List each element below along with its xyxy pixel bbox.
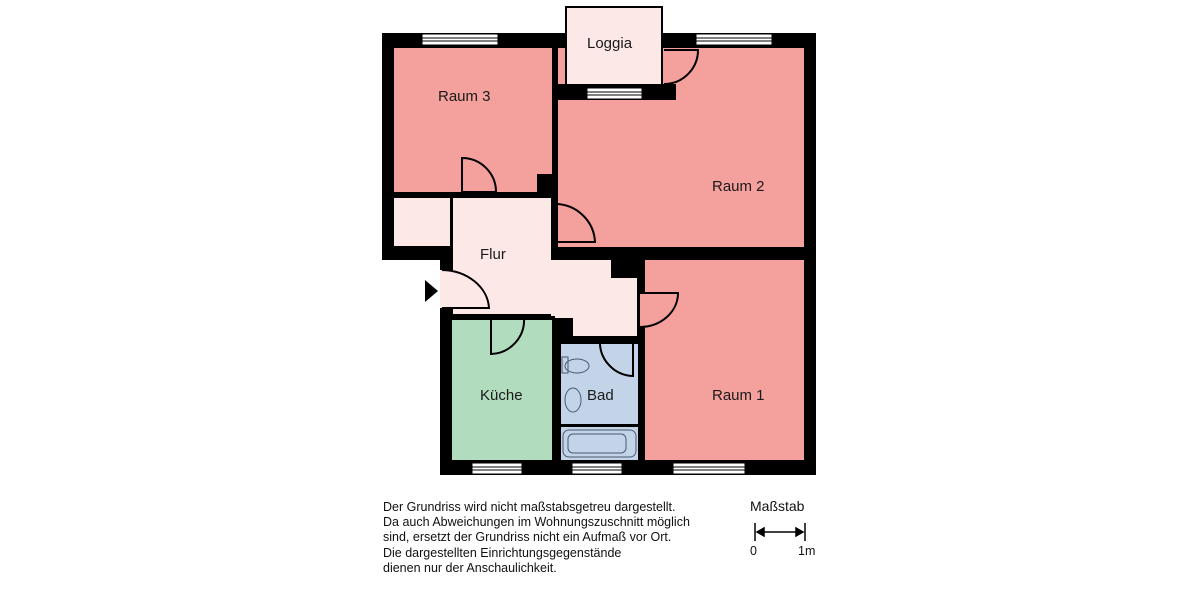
bathroom-fixtures bbox=[561, 356, 637, 458]
label-bad: Bad bbox=[587, 387, 614, 404]
room-bad bbox=[561, 344, 638, 460]
scale-end: 1m bbox=[798, 544, 816, 558]
label-raum2: Raum 2 bbox=[712, 178, 765, 195]
label-flur: Flur bbox=[480, 246, 506, 263]
windows bbox=[421, 33, 773, 475]
disclaimer-text: Der Grundriss wird nicht maßstabsgetreu … bbox=[383, 500, 690, 575]
label-kueche: Küche bbox=[480, 387, 523, 404]
scale-bar bbox=[754, 523, 806, 541]
room-raum1 bbox=[645, 260, 804, 460]
room-loggia bbox=[565, 6, 663, 86]
label-raum3: Raum 3 bbox=[438, 88, 491, 105]
room-kueche bbox=[452, 320, 552, 460]
entrance-arrow-icon bbox=[425, 280, 438, 302]
scale-title: Maßstab bbox=[750, 498, 805, 514]
doors bbox=[441, 49, 700, 378]
label-loggia: Loggia bbox=[587, 35, 633, 52]
scale-start: 0 bbox=[750, 544, 757, 558]
room-flur bbox=[394, 198, 637, 336]
label-raum1: Raum 1 bbox=[712, 387, 765, 404]
